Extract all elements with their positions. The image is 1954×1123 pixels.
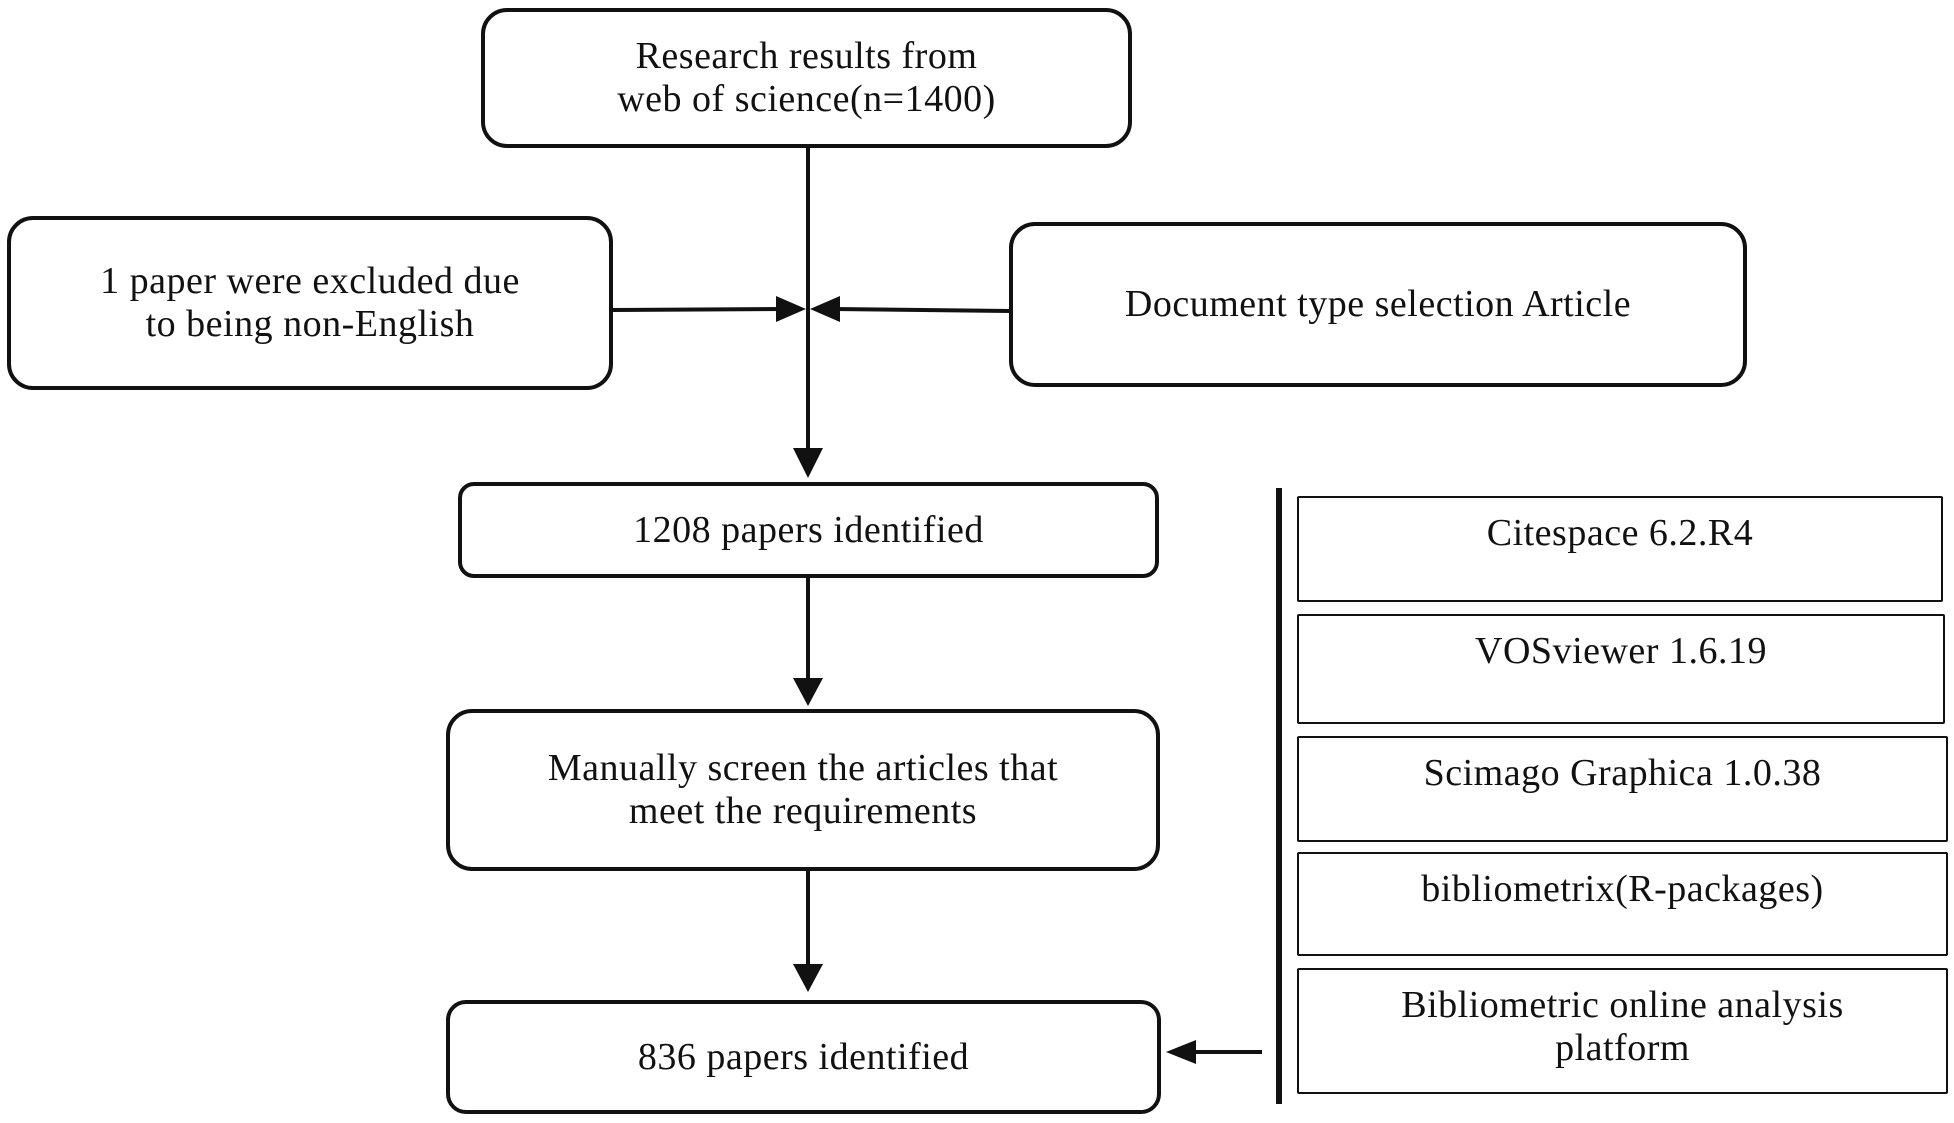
arrow-excluded-to-flow bbox=[611, 307, 785, 312]
arrow-doctype-to-flow bbox=[833, 307, 1011, 313]
identified-1208-box: 1208 papers identified bbox=[458, 482, 1159, 578]
tool-scimago-box: Scimago Graphica 1.0.38 bbox=[1297, 736, 1948, 842]
arrowhead-to-836 bbox=[793, 964, 823, 992]
tool-scimago-text: Scimago Graphica 1.0.38 bbox=[1423, 752, 1822, 794]
manual-screen-text: Manually screen the articles that meet t… bbox=[547, 747, 1059, 832]
excluded-language-text: 1 paper were excluded due to being non-E… bbox=[100, 260, 520, 345]
tool-online-platform-box: Bibliometric online analysis platform bbox=[1297, 968, 1948, 1094]
tool-online-platform-text: Bibliometric online analysis platform bbox=[1401, 984, 1844, 1069]
arrowhead-tools-to-836 bbox=[1166, 1040, 1196, 1064]
tool-citespace-text: Citespace 6.2.R4 bbox=[1486, 512, 1754, 554]
arrowhead-from-excluded bbox=[776, 296, 806, 322]
search-results-text: Research results from web of science(n=1… bbox=[617, 35, 996, 120]
document-type-box: Document type selection Article bbox=[1009, 222, 1747, 387]
arrowhead-to-1208 bbox=[793, 448, 823, 478]
identified-1208-text: 1208 papers identified bbox=[633, 508, 984, 551]
tool-bibliometrix-box: bibliometrix(R-packages) bbox=[1297, 852, 1948, 956]
document-type-text: Document type selection Article bbox=[1124, 283, 1632, 325]
identified-836-box: 836 papers identified bbox=[446, 1000, 1161, 1114]
excluded-language-box: 1 paper were excluded due to being non-E… bbox=[7, 216, 613, 390]
arrowhead-to-screen bbox=[793, 678, 823, 706]
search-results-box: Research results from web of science(n=1… bbox=[481, 8, 1132, 148]
tool-citespace-box: Citespace 6.2.R4 bbox=[1297, 496, 1943, 602]
tool-vosviewer-text: VOSviewer 1.6.19 bbox=[1475, 630, 1767, 672]
manual-screen-box: Manually screen the articles that meet t… bbox=[446, 709, 1160, 871]
arrowhead-from-doctype bbox=[810, 296, 840, 322]
tool-bibliometrix-text: bibliometrix(R-packages) bbox=[1421, 868, 1824, 910]
tool-vosviewer-box: VOSviewer 1.6.19 bbox=[1297, 614, 1945, 724]
identified-836-text: 836 papers identified bbox=[637, 1035, 970, 1078]
